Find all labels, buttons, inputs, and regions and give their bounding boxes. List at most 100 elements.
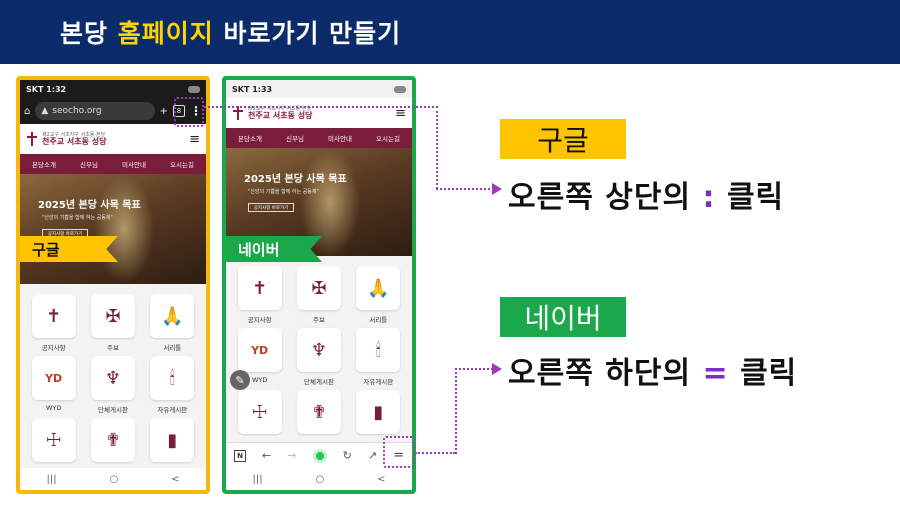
cross-icon: ✠ bbox=[296, 266, 341, 310]
home-button-icon[interactable]: ○ bbox=[315, 473, 325, 485]
pointer-line bbox=[455, 368, 493, 370]
android-nav-bar: ||| ○ < bbox=[20, 468, 206, 490]
grid-tile[interactable]: ✟ bbox=[291, 390, 346, 434]
nav-item[interactable]: 신부님 bbox=[80, 161, 98, 169]
naver-instruction: 오른쪽 하단의 = 클릭 bbox=[508, 356, 798, 391]
slide-title: 본당 홈페이지 바로가기 만들기 bbox=[60, 19, 402, 48]
naver-label: 네이버 bbox=[500, 297, 626, 337]
grid-tile[interactable]: ☩ bbox=[232, 390, 287, 434]
rosary-icon: ✟ bbox=[296, 390, 341, 434]
nav-item[interactable]: 본당소개 bbox=[32, 161, 56, 169]
naver-n-icon[interactable]: N bbox=[234, 449, 247, 462]
share-icon[interactable]: ↗ bbox=[367, 449, 378, 462]
grid-tile[interactable]: 🙏서리틀 bbox=[145, 294, 200, 352]
hamburger-icon[interactable]: ≡ bbox=[395, 105, 406, 121]
cross-hands-icon: ✝ bbox=[31, 294, 76, 338]
recents-icon[interactable]: ||| bbox=[252, 473, 263, 485]
warning-icon: ▲ bbox=[41, 106, 49, 116]
nav-item[interactable]: 미사안내 bbox=[328, 135, 352, 143]
church-logo-icon bbox=[232, 106, 244, 120]
site-header: 제2교구 서초지구 서초동 본당 천주교 서초동 성당 ≡ bbox=[226, 98, 412, 128]
title-highlight: 홈페이지 bbox=[117, 19, 214, 48]
hero-banner: 2025년 본당 사목 목표 "신앙의 기쁨을 함께 하는 공동체" 공지사항 … bbox=[20, 174, 206, 284]
hero-button[interactable]: 공지사항 바로가기 bbox=[248, 203, 294, 212]
back-arrow-icon[interactable]: ← bbox=[262, 449, 272, 462]
site-nav: 본당소개 신부님 미사안내 오시는길 bbox=[226, 128, 412, 148]
google-phone-screenshot: SKT 1:32 ⌂ ▲ seocho.org + 8 ⋮ 제2교구 서초지구 … bbox=[16, 76, 210, 494]
status-time: SKT 1:32 bbox=[26, 84, 67, 94]
nav-item[interactable]: 미사안내 bbox=[122, 161, 146, 169]
grid-tile[interactable]: ✟ bbox=[85, 418, 140, 462]
equals-symbol: = bbox=[702, 356, 729, 391]
candle-icon: 🕯 bbox=[356, 328, 401, 372]
recents-icon[interactable]: ||| bbox=[46, 473, 57, 485]
arrowhead bbox=[492, 183, 502, 195]
google-ribbon: 구글 bbox=[20, 236, 118, 262]
tab-count-icon[interactable]: 8 bbox=[173, 105, 185, 117]
naver-phone-screenshot: SKT 1:33 제2교구 서초지구 서초동 본당 천주교 서초동 성당 ≡ 본… bbox=[222, 76, 416, 494]
praying-hands-icon: 🙏 bbox=[150, 294, 195, 338]
site-header: 제2교구 서초지구 서초동 본당 천주교 서초동 성당 ≡ bbox=[20, 124, 206, 154]
grid-tile[interactable]: 🕯자유게시판 bbox=[351, 328, 406, 386]
grid-tile[interactable]: ✝공지사항 bbox=[26, 294, 81, 352]
grid-tile[interactable]: ▮ bbox=[351, 390, 406, 434]
menu-equals-icon[interactable]: = bbox=[393, 448, 404, 463]
grid-tile[interactable]: ✠주보 bbox=[291, 266, 346, 324]
title-bar: 본당 홈페이지 바로가기 만들기 bbox=[0, 0, 900, 64]
naver-toolbar: N ← → ↻ ↗ = bbox=[226, 442, 412, 468]
new-tab-icon[interactable]: + bbox=[159, 105, 168, 117]
back-icon[interactable]: < bbox=[171, 473, 180, 485]
pointer-line bbox=[455, 368, 457, 454]
praying-hands-icon: 🙏 bbox=[356, 266, 401, 310]
home-button-icon[interactable]: ○ bbox=[109, 473, 119, 485]
candle-icon: 🕯 bbox=[150, 356, 195, 400]
pencil-icon[interactable]: ✎ bbox=[230, 370, 250, 390]
more-menu-icon[interactable]: ⋮ bbox=[190, 104, 202, 118]
google-instruction: 오른쪽 상단의 : 클릭 bbox=[508, 180, 785, 215]
wyd-logo-icon: YD bbox=[31, 356, 76, 400]
address-field[interactable]: ▲ seocho.org bbox=[35, 102, 155, 120]
nav-item[interactable]: 신부님 bbox=[286, 135, 304, 143]
refresh-icon[interactable]: ↻ bbox=[342, 449, 352, 462]
grid-tile[interactable]: ✠주보 bbox=[85, 294, 140, 352]
home-icon[interactable]: ⌂ bbox=[24, 105, 31, 117]
pointer-line bbox=[415, 452, 455, 454]
wyd-logo-icon: YD bbox=[237, 328, 282, 372]
grid-tile[interactable]: ✝공지사항 bbox=[232, 266, 287, 324]
hamburger-icon[interactable]: ≡ bbox=[189, 131, 200, 147]
grid-tile[interactable]: 🕯자유게시판 bbox=[145, 356, 200, 414]
chalice-icon: ♆ bbox=[296, 328, 341, 372]
naver-menu-highlight bbox=[383, 436, 415, 468]
nav-item[interactable]: 본당소개 bbox=[238, 135, 262, 143]
naver-ribbon: 네이버 bbox=[226, 236, 322, 262]
grid-tile[interactable]: ♆단체게시판 bbox=[85, 356, 140, 414]
ichthys-icon: ☩ bbox=[237, 390, 282, 434]
forward-arrow-icon[interactable]: → bbox=[287, 449, 297, 462]
grid-tile[interactable]: 🙏서리틀 bbox=[351, 266, 406, 324]
bible-icon: ▮ bbox=[356, 390, 401, 434]
nav-item[interactable]: 오시는길 bbox=[170, 161, 194, 169]
google-menu-highlight bbox=[174, 97, 204, 127]
grid-tile[interactable]: ☩ bbox=[26, 418, 81, 462]
pointer-line bbox=[204, 106, 438, 108]
back-icon[interactable]: < bbox=[377, 473, 386, 485]
status-bar: SKT 1:33 bbox=[226, 80, 412, 98]
chalice-icon: ♆ bbox=[90, 356, 135, 400]
battery-icon bbox=[394, 85, 406, 93]
cross-icon: ✠ bbox=[90, 294, 135, 338]
site-name: 천주교 서초동 성당 bbox=[248, 110, 313, 120]
google-label: 구글 bbox=[500, 119, 626, 159]
bible-icon: ▮ bbox=[150, 418, 195, 462]
nav-item[interactable]: 오시는길 bbox=[376, 135, 400, 143]
ichthys-icon: ☩ bbox=[31, 418, 76, 462]
rosary-icon: ✟ bbox=[90, 418, 135, 462]
naver-home-icon[interactable] bbox=[312, 448, 327, 463]
grid-tile[interactable]: ▮ bbox=[145, 418, 200, 462]
status-time: SKT 1:33 bbox=[232, 84, 273, 94]
arrowhead bbox=[492, 363, 502, 375]
grid-tile[interactable]: ♆단체게시판 bbox=[291, 328, 346, 386]
pointer-line bbox=[436, 106, 438, 189]
